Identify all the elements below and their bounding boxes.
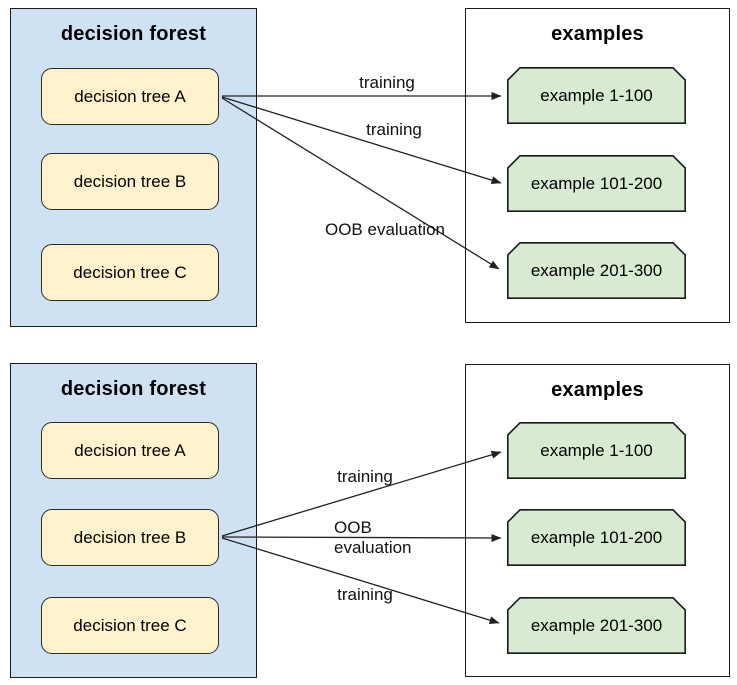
decision-forest-title: decision forest <box>60 378 207 400</box>
example-label: example 101-200 <box>530 173 663 193</box>
arrow-training-2 <box>221 96 502 185</box>
example-node: example 101-200 <box>507 509 686 566</box>
decision-forest-title: decision forest <box>60 23 207 45</box>
decision-tree-node-a: decision tree A <box>41 422 219 479</box>
example-node: example 1-100 <box>507 422 686 479</box>
card-shape <box>507 67 686 124</box>
examples-title: examples <box>551 23 644 45</box>
decision-tree-label: decision tree B <box>73 527 187 547</box>
arrow-label-oob-evaluation: OOB evaluation <box>324 220 445 239</box>
example-label: example 101-200 <box>530 527 663 547</box>
card-shape <box>507 155 686 212</box>
example-node: example 201-300 <box>507 242 686 299</box>
decision-tree-label: decision tree C <box>73 615 187 635</box>
decision-tree-node-b: decision tree B <box>41 153 219 210</box>
decision-tree-node-b: decision tree B <box>41 509 219 566</box>
arrow-label-training: training <box>337 585 393 604</box>
arrow-label-training: training <box>366 120 422 139</box>
example-node: example 101-200 <box>507 155 686 212</box>
examples-title: examples <box>551 379 644 401</box>
decision-tree-label: decision tree C <box>73 262 187 282</box>
example-label: example 201-300 <box>530 615 663 635</box>
example-node: example 201-300 <box>507 597 686 654</box>
arrow-label-training: training <box>359 73 415 92</box>
decision-tree-node-c: decision tree C <box>41 597 219 654</box>
card-shape <box>507 422 686 479</box>
arrow-label-training: training <box>337 467 393 486</box>
decision-tree-node-a: decision tree A <box>41 68 219 125</box>
decision-tree-label: decision tree A <box>74 86 186 106</box>
decision-tree-node-c: decision tree C <box>41 244 219 301</box>
example-label: example 1-100 <box>540 85 653 105</box>
example-node: example 1-100 <box>507 67 686 124</box>
card-shape <box>507 242 686 299</box>
example-label: example 1-100 <box>540 440 653 460</box>
arrow-label-oob-evaluation: OOB evaluation <box>334 518 412 557</box>
decision-tree-label: decision tree A <box>74 440 186 460</box>
example-label: example 201-300 <box>530 260 663 280</box>
card-shape <box>507 509 686 566</box>
decision-tree-label: decision tree B <box>73 171 187 191</box>
card-shape <box>507 597 686 654</box>
